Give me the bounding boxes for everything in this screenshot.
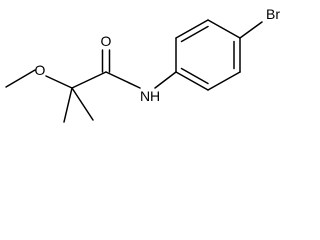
amide-c-n-bond bbox=[105, 71, 141, 89]
ring-bond-3 bbox=[207, 19, 241, 39]
methyl-bond-right bbox=[71, 87, 94, 121]
bond-group bbox=[5, 19, 263, 123]
methyl-bond-left bbox=[63, 87, 73, 123]
ring-bond-6 bbox=[175, 71, 209, 91]
c-o-ether-bond bbox=[45, 75, 73, 89]
c-c-alpha-bond bbox=[71, 71, 107, 89]
ether-oxygen-label: O bbox=[35, 62, 46, 78]
ring-inner-bond-c bbox=[180, 67, 209, 85]
chemical-structure: O O N H Br bbox=[5, 6, 280, 123]
o-methyl-bond bbox=[5, 69, 36, 88]
n-ring-bond bbox=[154, 71, 177, 89]
ring-inner-bond-a bbox=[180, 25, 209, 43]
amide-hydrogen-label: H bbox=[150, 88, 160, 104]
c-br-bond bbox=[239, 21, 263, 39]
ring-bond-2 bbox=[175, 19, 209, 39]
bromine-label: Br bbox=[266, 6, 280, 22]
amide-nitrogen-label: N bbox=[140, 88, 150, 104]
ring-bond-5 bbox=[207, 71, 241, 91]
carbonyl-oxygen-label: O bbox=[101, 33, 112, 49]
